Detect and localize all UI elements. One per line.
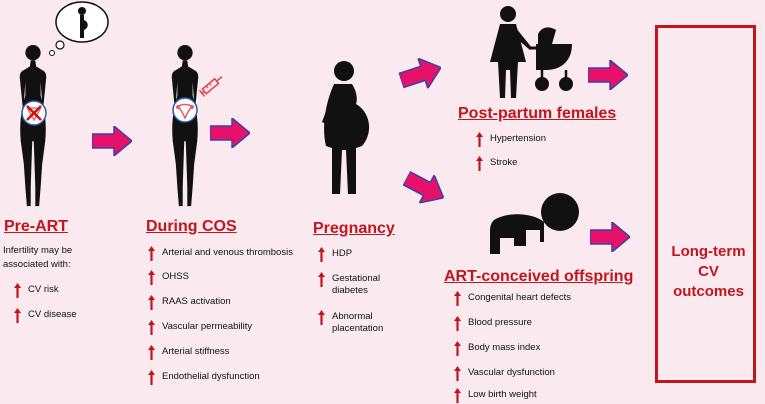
pregnancy-title: Pregnancy (313, 220, 395, 237)
postpartum-title: Post-partum females (458, 105, 617, 122)
pregnant-silhouette-icon (322, 61, 370, 194)
arrow-postpartum-to-outcome (588, 60, 628, 90)
syringe-icon (198, 76, 223, 97)
arrow-pre-art-to-cos (92, 126, 132, 156)
pre-art-intro: Infertility may be associated with: (3, 245, 73, 270)
outcome-line-2: CV (698, 263, 719, 280)
outcome-label: Long-term CV outcomes (658, 242, 759, 302)
arrow-pregnancy-to-postpartum (400, 58, 442, 90)
uterus-crossed-icon (21, 100, 47, 126)
mother-pram-icon (490, 6, 573, 98)
outcome-line-3: outcomes (673, 283, 744, 300)
arrow-cos-to-pregnancy (210, 118, 250, 148)
outcome-box: Long-term CV outcomes (655, 25, 756, 383)
arrow-pregnancy-to-offspring (404, 172, 446, 204)
thought-bubble-pregnant-icon (49, 1, 109, 56)
uterus-icon (172, 97, 198, 123)
offspring-title: ART-conceived offspring (444, 268, 634, 285)
pre-art-title: Pre-ART (4, 218, 69, 235)
crawling-baby-icon (490, 193, 579, 254)
cos-title: During COS (146, 218, 237, 235)
outcome-line-1: Long-term (671, 243, 746, 260)
arrow-offspring-to-outcome (590, 222, 630, 252)
